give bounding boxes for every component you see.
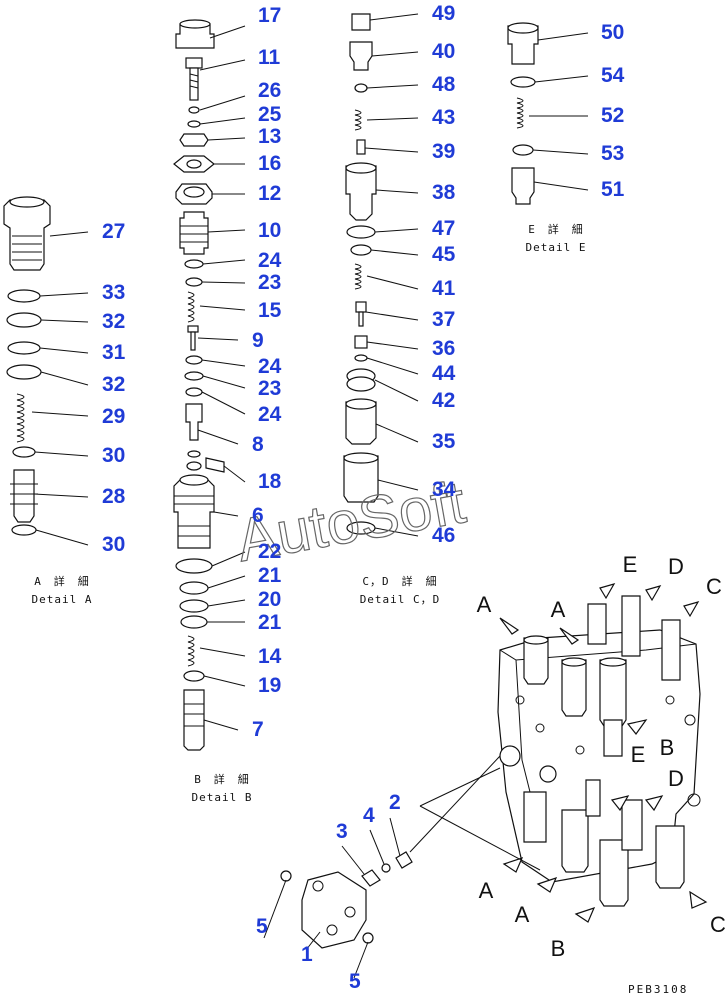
callout-24: 24 xyxy=(258,403,282,426)
callout-20: 20 xyxy=(258,588,281,611)
view-letter-A: A xyxy=(551,597,566,622)
callout-21: 21 xyxy=(258,611,282,634)
callout-22: 22 xyxy=(258,540,281,563)
callout-8: 8 xyxy=(252,433,264,456)
callout-11: 11 xyxy=(258,46,281,69)
detail-label-b2: Detail B xyxy=(192,791,253,804)
callout-17: 17 xyxy=(258,4,281,27)
callout-45: 45 xyxy=(432,243,456,266)
callout-4: 4 xyxy=(363,804,375,827)
callout-25: 25 xyxy=(258,103,282,126)
callout-52: 52 xyxy=(601,104,624,127)
callout-53: 53 xyxy=(601,142,624,165)
callout-44: 44 xyxy=(432,362,456,385)
detail-a-parts xyxy=(3,196,51,536)
callout-28: 28 xyxy=(102,485,126,508)
callout-54: 54 xyxy=(601,64,625,87)
callout-26: 26 xyxy=(258,79,281,102)
callout-29: 29 xyxy=(102,405,125,428)
callout-34: 34 xyxy=(432,478,456,501)
callout-30: 30 xyxy=(102,444,125,467)
view-letter-D: D xyxy=(668,766,684,791)
callout-30: 30 xyxy=(102,533,125,556)
callout-3: 3 xyxy=(336,820,348,843)
bottom-block-parts xyxy=(263,755,541,979)
view-letter-B: B xyxy=(660,735,675,760)
callout-43: 43 xyxy=(432,106,455,129)
callout-5: 5 xyxy=(256,915,268,938)
control-valve-assembly xyxy=(497,583,708,923)
callout-23: 23 xyxy=(258,377,281,400)
callout-33: 33 xyxy=(102,281,125,304)
callout-50: 50 xyxy=(601,21,624,44)
callout-13: 13 xyxy=(258,125,281,148)
callout-36: 36 xyxy=(432,337,455,360)
detail-cd-parts xyxy=(343,13,379,535)
callout-16: 16 xyxy=(258,152,281,175)
view-letter-A: A xyxy=(479,878,494,903)
callout-49: 49 xyxy=(432,2,455,25)
callout-23: 23 xyxy=(258,271,281,294)
view-letter-A: A xyxy=(515,902,530,927)
view-letter-D: D xyxy=(668,554,684,579)
callout-10: 10 xyxy=(258,219,281,242)
leader-lines xyxy=(31,13,589,731)
callout-5: 5 xyxy=(349,970,361,993)
detail-label-e2: Detail E xyxy=(526,241,587,254)
view-letter-A: A xyxy=(477,592,492,617)
detail-label-a1: A 詳 細 xyxy=(34,574,90,588)
callout-15: 15 xyxy=(258,299,282,322)
callout-48: 48 xyxy=(432,73,456,96)
callout-24: 24 xyxy=(258,249,282,272)
callout-24: 24 xyxy=(258,355,282,378)
callout-46: 46 xyxy=(432,524,455,547)
callout-51: 51 xyxy=(601,178,625,201)
view-letter-C: C xyxy=(706,574,722,599)
callout-14: 14 xyxy=(258,645,282,668)
callout-37: 37 xyxy=(432,308,455,331)
detail-label-cd2: Detail C，D xyxy=(360,593,441,606)
drawing-code: PEB3108 xyxy=(628,983,688,996)
callout-40: 40 xyxy=(432,40,455,63)
view-letter-B: B xyxy=(551,936,566,961)
callout-47: 47 xyxy=(432,217,455,240)
detail-e-parts xyxy=(507,22,539,205)
callout-numbers: 1711262513161210242315924232481862221202… xyxy=(102,2,625,993)
callout-39: 39 xyxy=(432,140,455,163)
callout-2: 2 xyxy=(389,791,401,814)
callout-32: 32 xyxy=(102,310,125,333)
callout-1: 1 xyxy=(301,943,313,966)
callout-19: 19 xyxy=(258,674,281,697)
callout-42: 42 xyxy=(432,389,455,412)
callout-32: 32 xyxy=(102,373,125,396)
view-letter-C: C xyxy=(710,912,726,937)
detail-label-a2: Detail A xyxy=(32,593,93,606)
callout-12: 12 xyxy=(258,182,281,205)
callout-21: 21 xyxy=(258,564,282,587)
callout-27: 27 xyxy=(102,220,125,243)
callout-31: 31 xyxy=(102,341,126,364)
detail-label-b1: B 詳 細 xyxy=(194,772,250,786)
view-letter-E: E xyxy=(631,742,646,767)
detail-label-e1: E 詳 細 xyxy=(528,222,584,236)
callout-9: 9 xyxy=(252,329,264,352)
callout-38: 38 xyxy=(432,181,456,204)
callout-7: 7 xyxy=(252,718,264,741)
detail-labels: A 詳 細 Detail A B 詳 細 Detail B C，D 詳 細 Detail … xyxy=(32,222,587,804)
detail-b-parts xyxy=(173,19,225,751)
callout-18: 18 xyxy=(258,470,282,493)
callout-35: 35 xyxy=(432,430,456,453)
callout-41: 41 xyxy=(432,277,456,300)
detail-label-cd1: C，D 詳 細 xyxy=(362,574,437,588)
callout-6: 6 xyxy=(252,504,264,527)
view-letter-E: E xyxy=(623,552,638,577)
